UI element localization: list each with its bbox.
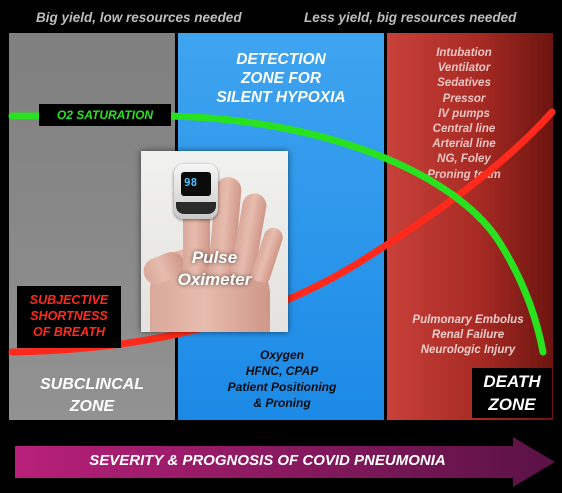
subclinical-label-line: ZONE bbox=[69, 398, 115, 415]
oxygen-item: & Proning bbox=[253, 396, 311, 410]
photo-caption-line: Pulse bbox=[191, 248, 238, 267]
death-zone-label: DEATH ZONE bbox=[472, 368, 552, 418]
complications-list: Pulmonary Embolus Renal Failure Neurolog… bbox=[388, 313, 548, 359]
intervention-item: Central line bbox=[432, 123, 496, 136]
detection-title-line: ZONE FOR bbox=[240, 70, 322, 87]
detection-title-line: SILENT HYPOXIA bbox=[216, 89, 346, 106]
subclinical-label-line: SUBCLINCAL bbox=[40, 376, 144, 393]
intervention-item: Ventilator bbox=[437, 62, 491, 75]
photo-caption-line: Oximeter bbox=[177, 270, 252, 289]
oxygen-interventions-list: Oxygen HFNC, CPAP Patient Positioning & … bbox=[216, 347, 348, 411]
complication-item: Neurologic Injury bbox=[420, 344, 516, 357]
detection-title-line: DETECTION bbox=[236, 51, 326, 68]
oximeter-screen: 98 bbox=[181, 172, 211, 196]
severity-arrow bbox=[15, 437, 555, 487]
oximeter-reading: 98 bbox=[184, 176, 198, 189]
o2-saturation-label: O2 SATURATION bbox=[39, 104, 171, 126]
oxygen-item: Patient Positioning bbox=[227, 380, 337, 394]
header-right-caption: Less yield, big resources needed bbox=[304, 10, 517, 25]
intervention-item: Sedatives bbox=[437, 77, 491, 90]
sob-label-line: OF BREATH bbox=[33, 325, 105, 339]
death-label-line: DEATH bbox=[483, 372, 541, 391]
intervention-item: Arterial line bbox=[432, 138, 496, 151]
intervention-item: Pressor bbox=[442, 92, 486, 105]
death-label-line: ZONE bbox=[488, 395, 536, 414]
pulse-oximeter-photo: 98 Pulse Oximeter bbox=[141, 151, 288, 332]
subclinical-zone-label: SUBCLINCAL ZONE bbox=[9, 374, 175, 418]
sob-label-line: SUBJECTIVE bbox=[29, 293, 109, 307]
shortness-of-breath-label: SUBJECTIVE SHORTNESS OF BREATH bbox=[17, 286, 121, 348]
sob-label-line: SHORTNESS bbox=[30, 309, 108, 323]
intervention-item: NG, Foley bbox=[437, 153, 491, 166]
detection-zone-title: DETECTION ZONE FOR SILENT HYPOXIA bbox=[178, 50, 384, 107]
oxygen-item: HFNC, CPAP bbox=[245, 364, 319, 378]
header-left-caption: Big yield, low resources needed bbox=[36, 10, 242, 25]
severity-arrow-shape bbox=[15, 437, 555, 487]
oxygen-item: Oxygen bbox=[259, 348, 304, 362]
pulse-oximeter-device: 98 bbox=[174, 164, 218, 219]
icu-interventions-list: Intubation Ventilator Sedatives Pressor … bbox=[394, 46, 534, 183]
complication-item: Renal Failure bbox=[431, 329, 505, 342]
intervention-item: Intubation bbox=[436, 47, 492, 59]
intervention-item: IV pumps bbox=[438, 107, 490, 120]
oximeter-clip bbox=[176, 202, 216, 214]
complication-item: Pulmonary Embolus bbox=[412, 314, 524, 326]
photo-caption: Pulse Oximeter bbox=[141, 247, 288, 291]
severity-arrow-label: SEVERITY & PROGNOSIS OF COVID PNEUMONIA bbox=[89, 452, 446, 469]
intervention-item: Proning team bbox=[427, 168, 501, 181]
